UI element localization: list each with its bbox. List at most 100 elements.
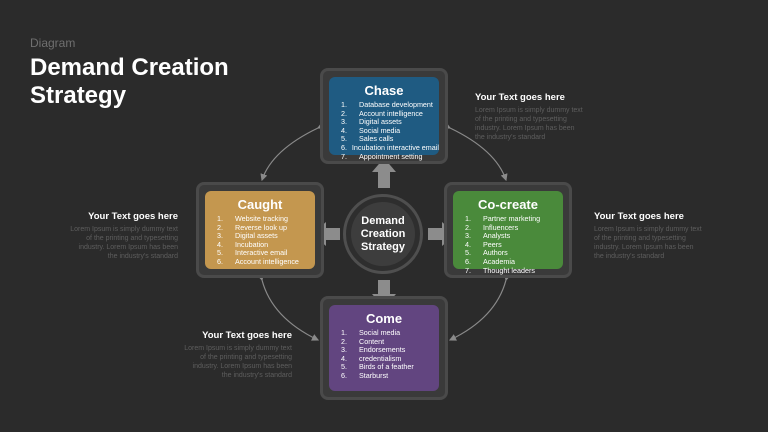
hub-label: Demand Creation Strategy	[351, 202, 415, 266]
list-item: 2. Content	[341, 336, 439, 347]
list-item-text: Reverse look up	[235, 222, 287, 232]
come-title: Come	[365, 311, 403, 326]
list-item: 6. Academia	[465, 256, 563, 267]
list-item-number: 6.	[465, 256, 471, 266]
list-item-number: 4.	[217, 239, 223, 249]
list-item-number: 6.	[341, 142, 347, 152]
list-item-text: Influencers	[483, 222, 519, 232]
list-item: 2.Account intelligence	[341, 109, 439, 119]
note-line: the industry's standard	[594, 253, 665, 260]
note-body: Lorem Ipsum is simply dummy text of the …	[594, 225, 724, 261]
come-card: Come 1. Social media 2. Content 3. Endorsemen…	[320, 296, 448, 400]
slide-title: Demand Creation Strategy	[30, 54, 229, 110]
list-item: 5.Authors	[465, 249, 563, 258]
list-item-number: 3.	[341, 117, 347, 127]
list-item: 5.Birds of a feather	[341, 363, 439, 372]
list-item-number: 4.	[465, 239, 471, 249]
list-item: 3. Endorsements	[341, 346, 439, 355]
note-line: of the printing and typesetting	[86, 235, 178, 242]
list-item-number: 4.	[341, 125, 347, 135]
list-item-text: Account intelligence	[235, 256, 299, 266]
list-item-text: Database development	[359, 100, 433, 109]
list-item-text: Incubation interactive email	[351, 142, 439, 152]
list-item-number: 2.	[465, 222, 471, 232]
list-item: 1.Partner marketing	[465, 214, 563, 224]
list-item: 4. credentialism	[341, 353, 439, 364]
list-item-number: 5.	[341, 362, 347, 372]
list-item-text: Starburst	[359, 370, 389, 380]
note-line: of the printing and typesetting	[475, 116, 567, 123]
list-item-number: 7.	[341, 151, 347, 161]
note-line: industry. Lorem Ipsum has been	[475, 125, 575, 132]
list-item-number: 6.	[341, 370, 347, 380]
note-body: Lorem Ipsum is simply dummy text of the …	[162, 344, 292, 380]
note-body: Lorem Ipsum is simply dummy text of the …	[475, 106, 605, 142]
note-line: the industry's standard	[221, 372, 292, 379]
list-item-number: 2.	[217, 222, 223, 232]
list-item-text: Appointment setting	[359, 151, 423, 161]
list-item-text: Social media	[359, 125, 401, 135]
hub-line-2: Creation	[360, 227, 406, 240]
note-line: of the printing and typesetting	[594, 235, 686, 242]
list-item-text: Endorsements	[359, 345, 406, 355]
note-line: industry. Lorem Ipsum has been	[78, 244, 178, 251]
note-heading: Your Text goes here	[88, 211, 178, 222]
list-item-text: Incubation	[235, 239, 269, 249]
title-line-1: Demand Creation	[30, 54, 229, 81]
list-item: 3.Analysts	[465, 232, 563, 241]
note-line: Lorem Ipsum is simply dummy text	[184, 345, 292, 352]
hub-line-1: Demand	[361, 214, 405, 227]
note-top-right: Your Text goes here Lorem Ipsum is simpl…	[475, 92, 605, 142]
list-item-number: 5.	[341, 134, 347, 144]
note-right: Your Text goes here Lorem Ipsum is simpl…	[594, 211, 724, 261]
list-item: 6. Starburst	[341, 370, 439, 381]
list-item: 6. Incubation interactive email	[341, 142, 439, 153]
note-line: Lorem Ipsum is simply dummy text	[475, 107, 583, 114]
list-item: 1. Database development	[341, 100, 439, 110]
list-item: 7. Appointment setting	[341, 151, 439, 162]
list-item-text: Content	[359, 336, 385, 346]
list-item-text: Academia	[483, 256, 515, 266]
list-item: 5. Sales calls	[341, 135, 439, 144]
list-item: 6. Account intelligence	[217, 256, 315, 267]
note-heading: Your Text goes here	[202, 330, 292, 341]
list-item: 5.Interactive email	[217, 249, 315, 258]
note-line: Lorem Ipsum is simply dummy text	[594, 226, 702, 233]
list-item-number: 1.	[341, 328, 347, 337]
list-item-text: Partner marketing	[483, 214, 541, 223]
list-item: 4. Peers	[465, 239, 563, 250]
list-item-number: 6.	[217, 256, 223, 266]
list-item-number: 7.	[465, 265, 471, 275]
list-item-text: Digital assets	[235, 231, 278, 241]
list-item-text: credentialism	[359, 353, 402, 363]
list-item-number: 1.	[217, 214, 223, 223]
note-left: Your Text goes here Lorem Ipsum is simpl…	[48, 211, 178, 261]
list-item-number: 4.	[341, 353, 347, 363]
list-item-text: Digital assets	[359, 117, 402, 127]
list-item-text: Peers	[483, 239, 502, 249]
list-item-text: Website tracking	[235, 214, 288, 223]
note-body: Lorem Ipsum is simply dummy text of the …	[48, 225, 178, 261]
connector-chase-cocreate	[443, 122, 508, 182]
list-item-number: 3.	[217, 231, 223, 241]
list-item-text: Thought leaders	[483, 265, 535, 275]
note-line: industry. Lorem Ipsum has been	[594, 244, 694, 251]
caught-list: 1. Website tracking 2. Reverse look up 3. Dig…	[205, 214, 315, 267]
note-heading: Your Text goes here	[475, 92, 565, 103]
list-item-number: 1.	[341, 100, 347, 109]
note-line: the industry's standard	[475, 134, 546, 141]
list-item-number: 3.	[341, 345, 347, 355]
list-item-text: Sales calls	[359, 134, 394, 144]
slide-kicker: Diagram	[30, 36, 76, 50]
list-item-text: Social media	[359, 328, 401, 337]
connector-chase-caught	[260, 122, 325, 182]
list-item-number: 2.	[341, 336, 347, 346]
list-item: 2. Reverse look up	[217, 222, 315, 233]
list-item-number: 5.	[217, 248, 223, 258]
list-item-text: Authors	[483, 248, 508, 258]
chase-title: Chase	[364, 83, 404, 98]
